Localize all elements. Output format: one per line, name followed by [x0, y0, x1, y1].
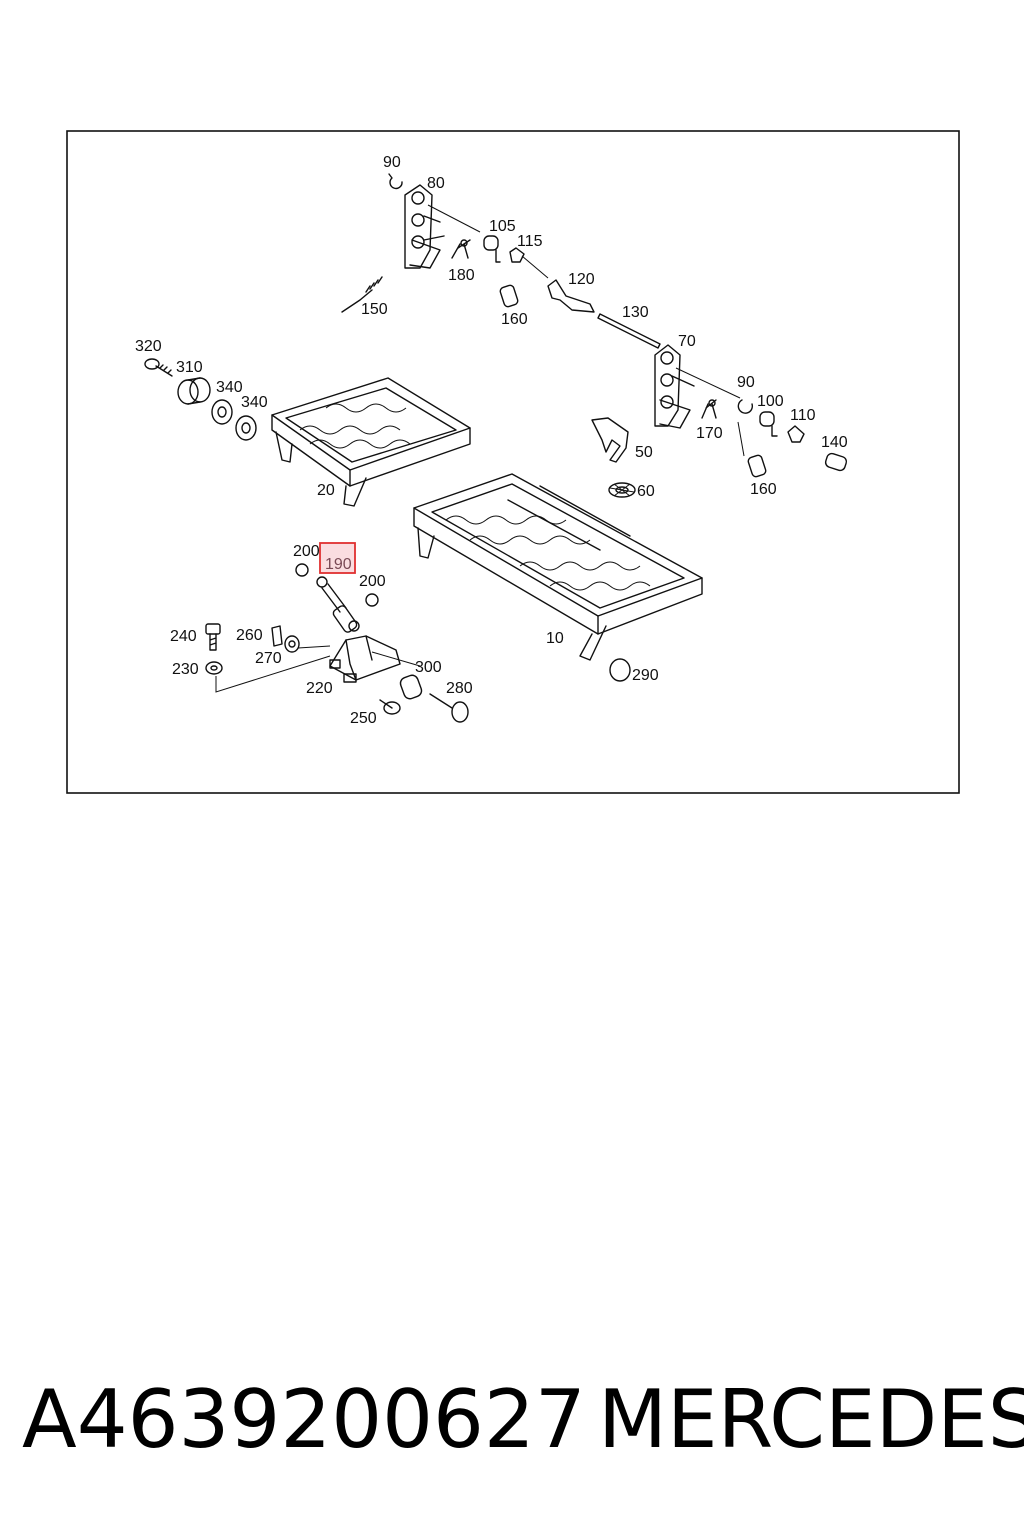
label-110: 110: [790, 407, 816, 424]
label-140: 140: [821, 434, 848, 451]
pin-280: [429, 693, 469, 723]
label-300: 300: [415, 659, 442, 676]
clip-260: [271, 625, 283, 647]
label-90-top: 90: [383, 154, 401, 171]
nut-200-right: [365, 593, 379, 607]
lever-120: [547, 279, 595, 313]
label-170: 170: [696, 425, 723, 442]
label-20: 20: [317, 482, 335, 499]
bushing-300: [399, 674, 423, 700]
label-190: 190: [325, 556, 352, 573]
hinge-plate-80: [404, 184, 481, 269]
sleeve-160-right: [747, 454, 767, 478]
washer-230: [205, 661, 223, 675]
hinge-plate-70: [654, 344, 741, 429]
seat-frame-20: [271, 377, 471, 507]
label-320: 320: [135, 338, 162, 355]
bolt-115: [509, 247, 549, 279]
label-70: 70: [678, 333, 696, 350]
label-340-b: 340: [241, 394, 268, 411]
pin-170: [701, 399, 717, 419]
label-260: 260: [236, 627, 263, 644]
label-50: 50: [635, 444, 653, 461]
parts-diagram: 90 80 105 115 180 120 150 160 130 70 320…: [66, 130, 960, 794]
label-280: 280: [446, 680, 473, 697]
bushing-105: [483, 235, 501, 263]
bolt-240: [205, 623, 221, 651]
label-80: 80: [427, 175, 445, 192]
label-250: 250: [350, 710, 377, 727]
label-310: 310: [176, 359, 203, 376]
diagram-frame: [66, 130, 960, 794]
highlight-box-190: [319, 542, 356, 574]
label-290: 290: [632, 667, 659, 684]
label-150: 150: [361, 301, 388, 318]
clip-90-right: [737, 399, 754, 414]
rod-130: [597, 313, 661, 349]
label-10: 10: [546, 630, 564, 647]
label-200-left: 200: [293, 543, 320, 560]
screw-250: [379, 699, 401, 715]
label-90-right: 90: [737, 374, 755, 391]
label-105: 105: [489, 218, 516, 235]
label-240: 240: [170, 628, 197, 645]
sleeve-160-top: [499, 284, 519, 308]
nut-200-left: [295, 563, 309, 577]
label-160-right: 160: [750, 481, 777, 498]
gas-strut-190: [316, 576, 360, 633]
label-100: 100: [757, 393, 784, 410]
connector-line-right: [737, 421, 745, 457]
bracket-50: [591, 417, 629, 463]
pin-180: [451, 239, 471, 259]
bumper-310: [177, 377, 211, 405]
label-180: 180: [448, 267, 475, 284]
bolt-110: [787, 425, 805, 443]
cap-140: [824, 452, 848, 472]
cap-290: [609, 658, 631, 682]
part-number-text: A4639200627: [22, 1373, 586, 1466]
bushing-100: [759, 411, 778, 437]
mount-bracket-220: [329, 635, 401, 683]
brand-text: MERCEDES: [598, 1373, 1024, 1466]
washer-340a: [211, 399, 233, 425]
seat-frame-10: [413, 473, 703, 661]
label-160-top: 160: [501, 311, 528, 328]
label-270: 270: [255, 650, 282, 667]
label-230: 230: [172, 661, 199, 678]
label-60: 60: [637, 483, 655, 500]
label-115: 115: [517, 233, 543, 250]
label-130: 130: [622, 304, 649, 321]
leader-lines-bottom: [215, 645, 421, 693]
clip-90-top: [388, 173, 403, 190]
label-220: 220: [306, 680, 333, 697]
screw-320: [144, 358, 173, 377]
label-200-right: 200: [359, 573, 386, 590]
label-340-a: 340: [216, 379, 243, 396]
spring-150: [341, 276, 383, 313]
washer-340b: [235, 415, 257, 441]
washer-270: [284, 635, 300, 653]
grommet-60: [608, 482, 636, 498]
label-120: 120: [568, 271, 595, 288]
